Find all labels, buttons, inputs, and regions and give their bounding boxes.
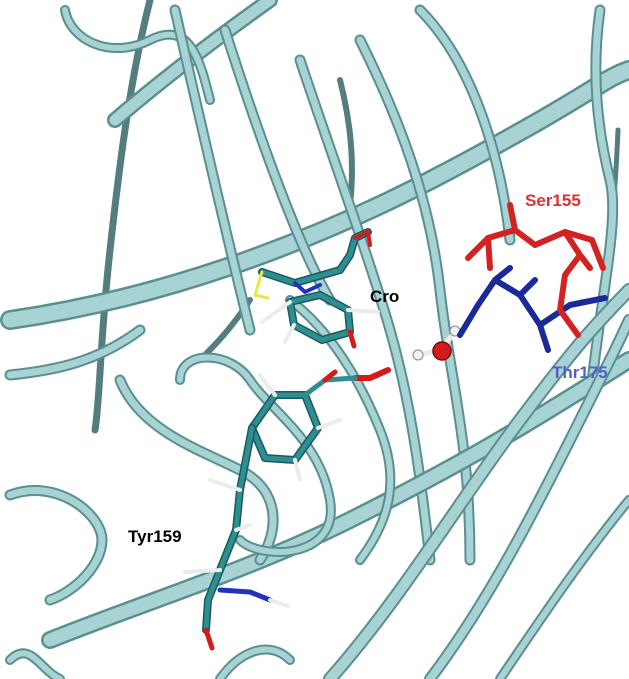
ribbon-loop — [6, 487, 106, 604]
label-ser155: Ser155 — [525, 191, 581, 210]
ribbon-strand — [416, 6, 514, 244]
ribbon-loop — [62, 7, 213, 103]
residue-tyr159 — [183, 367, 391, 651]
ribbon-loop — [7, 650, 63, 679]
ribbon-strand — [6, 326, 144, 379]
label-thr175: Thr175 — [552, 363, 608, 382]
ribbon-loop — [217, 646, 293, 679]
ribbon-strand — [109, 0, 276, 126]
ribbon-strand — [426, 316, 629, 679]
label-tyr159: Tyr159 — [128, 527, 182, 546]
residue-ser155 — [465, 202, 606, 338]
ribbon-loop — [287, 297, 394, 563]
label-cro: Cro — [370, 287, 399, 306]
ribbon-strand — [497, 497, 629, 679]
ribbon-strand — [171, 6, 254, 334]
ribbon-strand — [91, 0, 154, 434]
ribbon-strand — [43, 353, 629, 647]
chromophore-cro — [253, 228, 380, 349]
ribbon-strand — [337, 77, 355, 208]
ribbon-strand — [325, 285, 629, 679]
labels: Cro Ser155 Thr175 Tyr159 — [128, 191, 608, 546]
residue-thr175 — [457, 265, 608, 353]
